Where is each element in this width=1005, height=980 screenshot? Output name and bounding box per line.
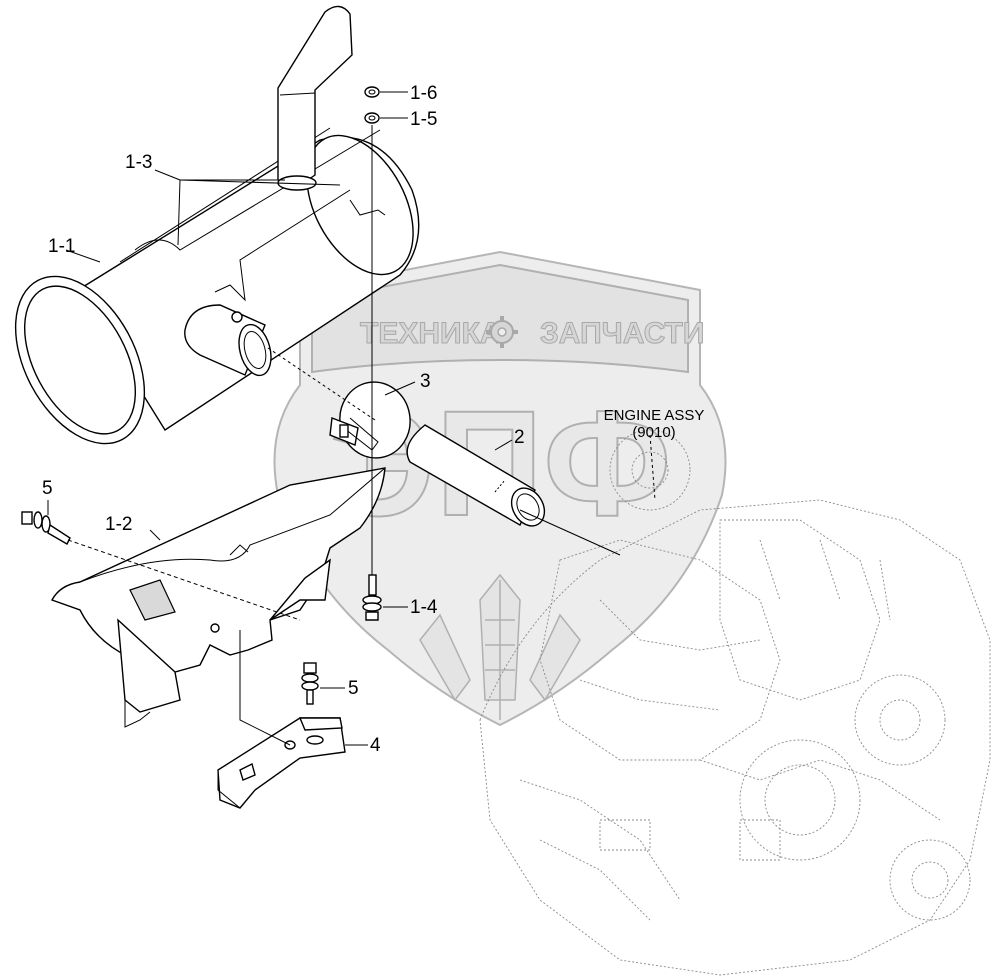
- callout-1-6: 1-6: [410, 83, 437, 104]
- callout-5-left: 5: [42, 478, 53, 499]
- inlet-pipe: [184, 304, 272, 377]
- bolt-5-right: [301, 662, 319, 705]
- bolt-5-left: [21, 511, 71, 545]
- callout-1-4: 1-4: [410, 597, 438, 618]
- watermark-right-word: ЗАПЧАСТИ: [540, 317, 704, 350]
- wheat-ear-icon: [419, 573, 581, 720]
- callout-5-right: 5: [348, 678, 359, 699]
- callout-4: 4: [370, 735, 381, 756]
- callout-3: 3: [420, 371, 431, 392]
- gear-icon: [486, 316, 518, 348]
- heat-shield-1-2: [51, 467, 386, 728]
- bolt-1-4: [362, 574, 382, 621]
- callout-1-2: 1-2: [105, 514, 132, 535]
- callout-1-5: 1-5: [410, 109, 437, 130]
- muffler-1-1: [14, 127, 420, 445]
- leader-lines: [47, 91, 656, 746]
- callout-2: 2: [514, 427, 525, 448]
- callout-1-1: 1-1: [48, 236, 75, 257]
- pipe-2: [406, 424, 546, 527]
- watermark-left-word: ТЕХНИКА: [360, 317, 502, 350]
- engine-label-line2: (9010): [632, 424, 675, 441]
- callout-labels: 1-6 1-5 1-3 1-1 3 2 1-2 5 1-4 5 4 ENGINE…: [42, 83, 704, 756]
- engine-label-line1: ENGINE ASSY: [604, 407, 705, 424]
- callout-1-3: 1-3: [125, 152, 152, 173]
- bracket-4: [217, 717, 346, 809]
- washer-1-5: [364, 112, 380, 124]
- nut-1-6: [364, 86, 380, 98]
- engine-assembly: [479, 429, 991, 976]
